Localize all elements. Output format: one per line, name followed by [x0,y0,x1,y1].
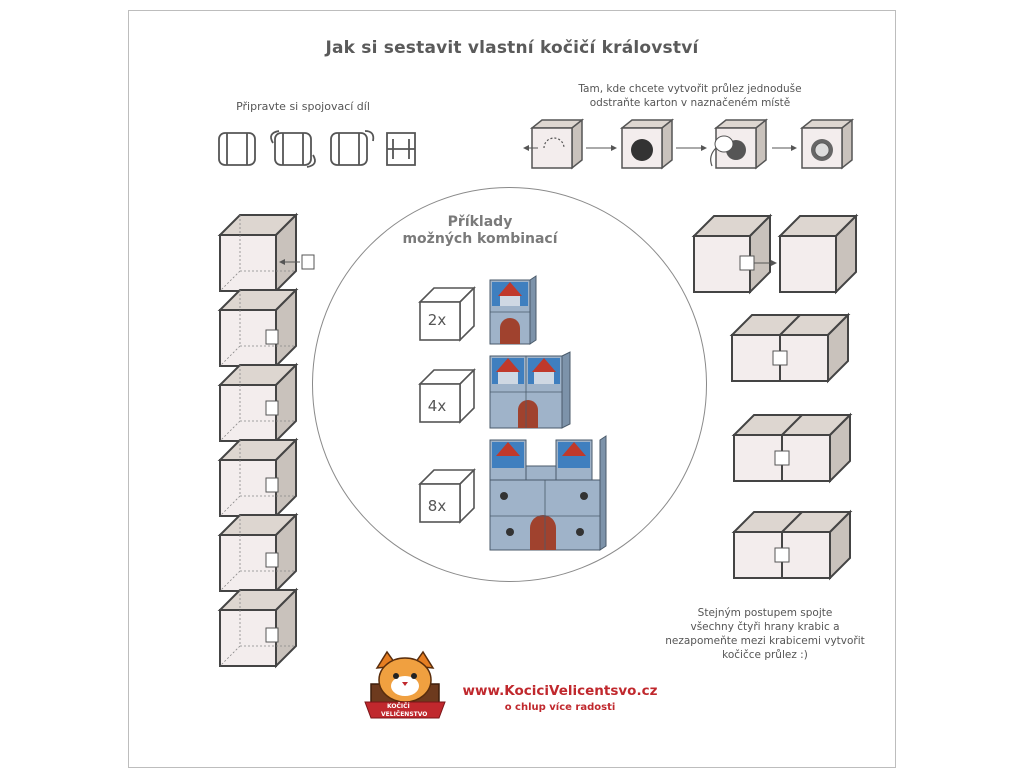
connect-instruction-line-3: nezapomeňte mezi krabicemi vytvořit [665,635,865,647]
count-label-8x: 8x [427,497,447,515]
examples-heading-line-2: možných kombinací [402,231,558,247]
logo-text-kocici: KOČIČÍ [387,702,411,710]
count-box-2x [418,286,476,342]
passage-step-1 [523,118,585,170]
count-label-4x: 4x [427,397,447,415]
examples-heading: Příklady možných kombinací [380,214,580,248]
right-joined-2 [731,412,853,484]
left-assembly-column [217,212,315,669]
connector-step-1 [218,132,256,166]
page-title: Jak si sestavit vlastní kočičí královstv… [325,38,699,58]
left-box-2 [217,287,299,369]
connector-step-3 [330,130,375,166]
brand-url-link[interactable]: www.KociciVelicentsvo.cz [462,683,658,699]
passage-instruction-line-1: Tam, kde chcete vytvořit průlez jednoduš… [578,83,802,95]
prep-instruction: Připravte si spojovací díl [236,100,370,113]
passage-step-4-cat-inside [799,118,855,170]
count-box-4x [418,368,476,424]
right-pair-1 [691,213,859,295]
passage-steps-illustration [523,118,855,170]
right-joined-1 [729,312,851,384]
connector-steps-illustration [218,130,416,168]
examples-heading-line-1: Příklady [447,214,513,230]
logo-text-velicenstvo: VELIČENSTVO [381,711,427,718]
brand-logo: KOČIČÍ VELIČENSTVO [364,650,446,719]
castle-8-boxes [489,435,607,551]
passage-instruction: Tam, kde chcete vytvořit průlez jednoduš… [540,82,840,110]
left-box-1 [217,212,315,294]
count-label-2x: 2x [427,311,447,329]
connect-instruction-line-1: Stejným postupem spojte [697,607,833,619]
connector-step-2 [270,130,316,168]
left-box-3 [217,362,299,444]
castle-4-boxes [489,351,571,429]
right-joined-3 [731,509,853,581]
connect-instruction-line-4: kočičce průlez :) [722,649,808,661]
connect-instruction: Stejným postupem spojte všechny čtyři hr… [650,606,880,662]
left-box-6 [217,587,299,669]
left-box-4 [217,437,299,519]
count-box-8x [418,468,476,524]
brand-slogan: o chlup více radosti [504,702,616,713]
passage-instruction-line-2: odstraňte karton v naznačeném místě [589,97,791,109]
left-box-5 [217,512,299,594]
connect-instruction-line-2: všechny čtyři hrany krabic a [690,621,840,633]
castle-2-boxes [489,275,537,345]
passage-step-3-cat-entering [710,118,769,170]
passage-step-2 [619,118,675,170]
connector-step-4 [386,132,416,166]
combination-examples [418,275,607,551]
right-assembly-column [691,213,859,581]
